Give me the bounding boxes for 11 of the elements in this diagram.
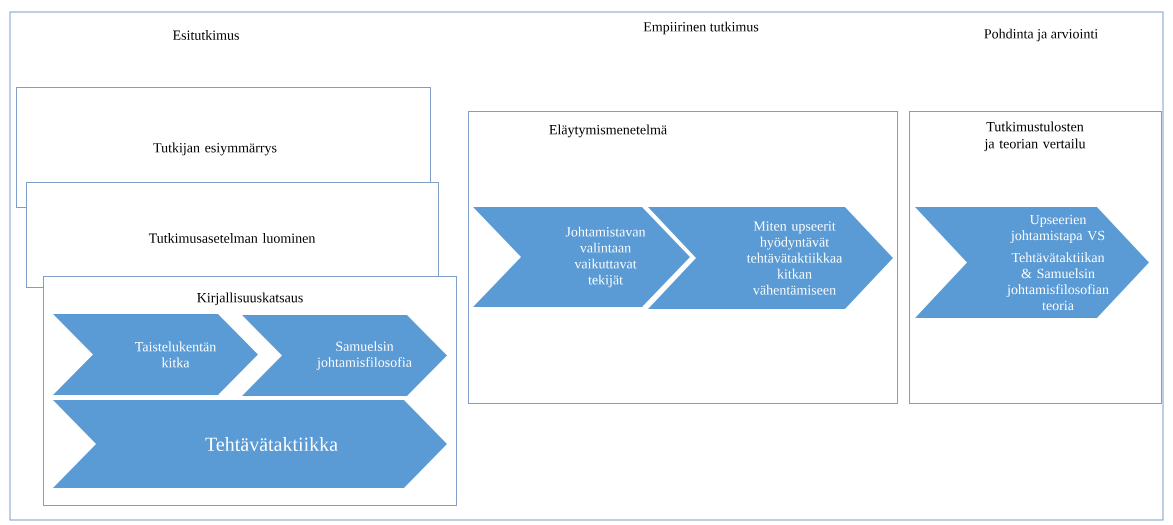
chevron-step: Taistelukentän kitka xyxy=(53,314,258,395)
column-heading: Empiirinen tutkimus xyxy=(643,21,759,35)
column-heading: Esitutkimus xyxy=(172,30,239,40)
chevron-step: Tehtävätaktiikka xyxy=(53,400,447,488)
chevron-step: Upseerien johtamistapa VS Tehtävätaktiikan & Samuelsin johtamisfilosofian teoria xyxy=(915,207,1149,318)
node-label: Johtamistavan valintaan vaikuttavat tekijät xyxy=(565,226,646,288)
node-label: Miten upseerit hyödyntävät tehtävätaktiikkaa kitkan vähentämiseen xyxy=(746,221,843,295)
column-heading: Pohdinta ja arviointi xyxy=(984,28,1098,42)
chevron-step: Johtamistavan valintaan vaikuttavat tekijät xyxy=(473,207,690,307)
chevron-step: Samuelsin johtamisfilosofia xyxy=(242,315,447,396)
chevron-step: Miten upseerit hyödyntävät tehtävätaktiikkaa kitkan vähentämiseen xyxy=(648,207,893,309)
